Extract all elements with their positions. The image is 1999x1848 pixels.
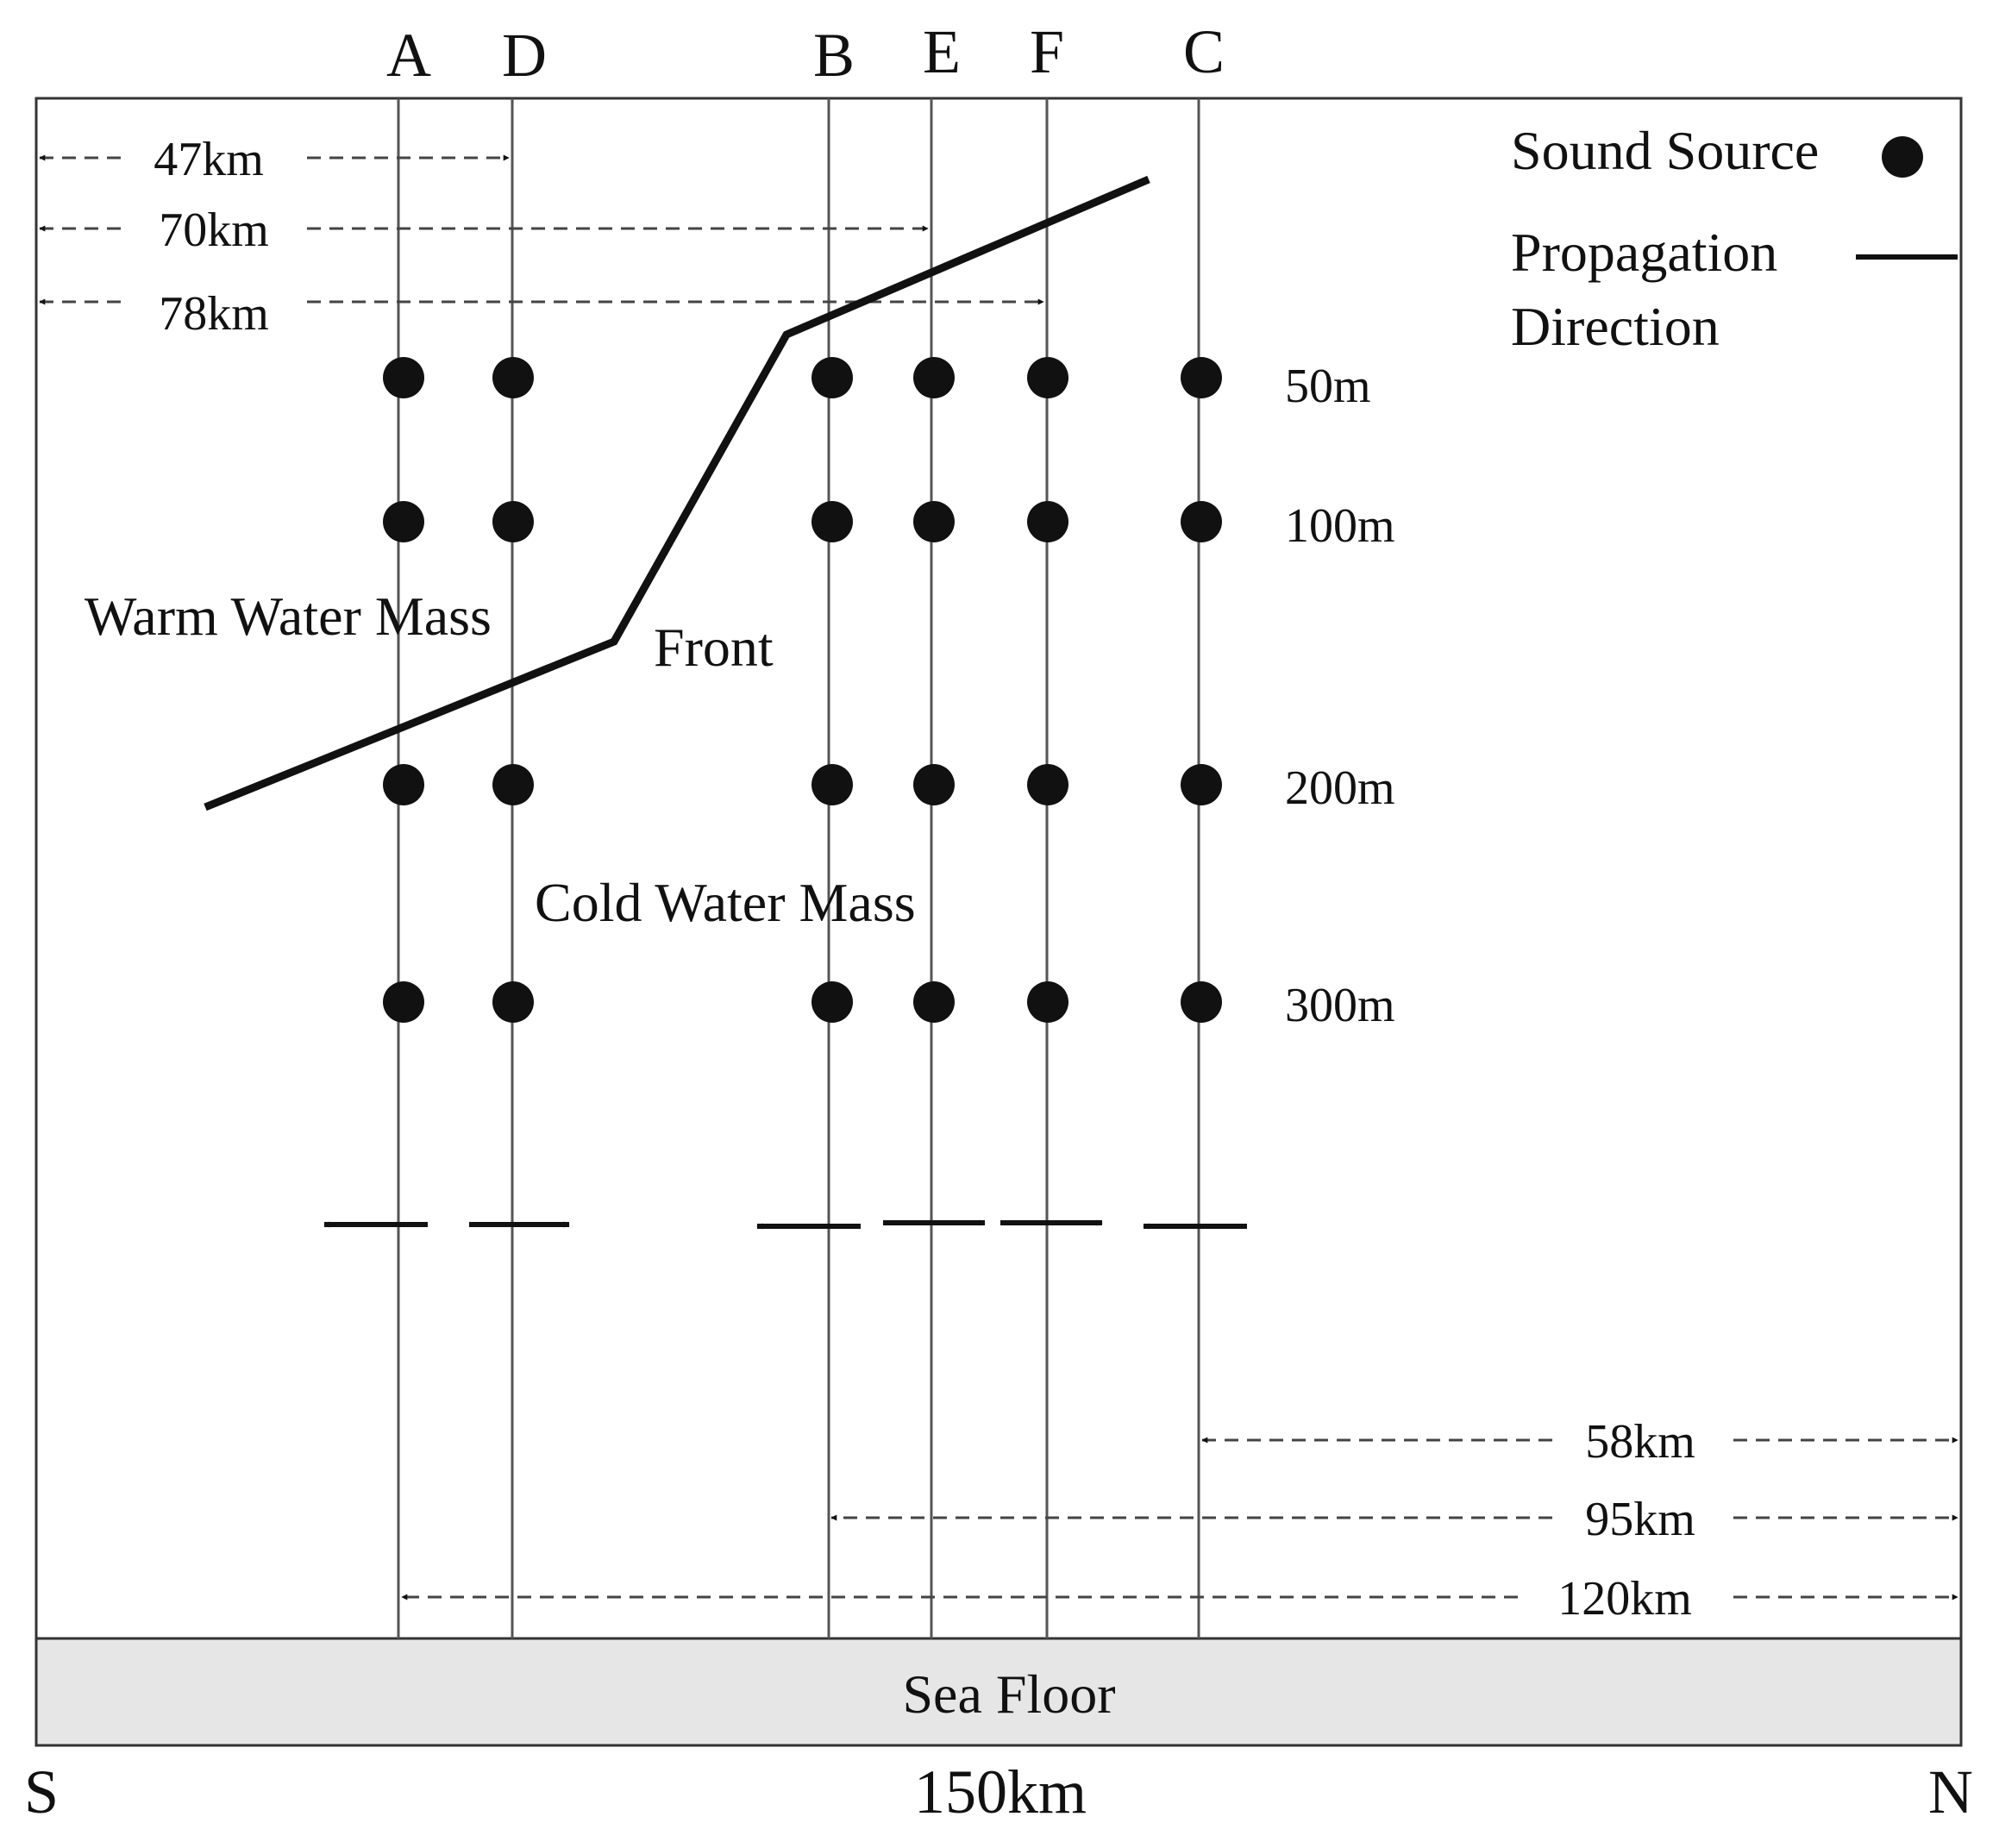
- sound-source-e-200m: [913, 764, 955, 805]
- sound-source-d-50m: [492, 357, 534, 398]
- depth-label-300m: 300m: [1285, 979, 1395, 1032]
- depth-label-100m: 100m: [1285, 499, 1395, 553]
- sound-source-b-300m: [812, 981, 853, 1023]
- sound-source-a-100m: [383, 501, 424, 542]
- sound-source-e-50m: [913, 357, 955, 398]
- sound-source-e-300m: [913, 981, 955, 1023]
- cold-water-mass-label: Cold Water Mass: [535, 872, 916, 933]
- sound-source-c-50m: [1181, 357, 1222, 398]
- north-label: N: [1928, 1757, 1973, 1826]
- sound-source-f-100m: [1027, 501, 1068, 542]
- distance-label-78km: 78km: [159, 287, 269, 341]
- sound-source-d-300m: [492, 981, 534, 1023]
- sound-source-f-200m: [1027, 764, 1068, 805]
- propagation-arrows: [323, 1219, 1247, 1230]
- column-lines: [397, 98, 1200, 1638]
- section-frame: [34, 97, 1963, 1640]
- legend-propagation-label-line2: Direction: [1511, 296, 1720, 357]
- warm-water-mass-label: Warm Water Mass: [85, 586, 492, 647]
- sound-source-a-50m: [383, 357, 424, 398]
- sound-source-e-100m: [913, 501, 955, 542]
- sound-source-b-100m: [812, 501, 853, 542]
- column-label-b: B: [813, 21, 855, 90]
- sound-source-c-200m: [1181, 764, 1222, 805]
- section-length-label: 150km: [914, 1757, 1087, 1826]
- distance-label-47km: 47km: [154, 133, 264, 186]
- column-label-f: F: [1030, 17, 1064, 86]
- sea-floor-label: Sea Floor: [902, 1663, 1115, 1725]
- front-label: Front: [654, 617, 774, 678]
- sound-source-f-50m: [1027, 357, 1068, 398]
- distance-label-95km: 95km: [1585, 1493, 1695, 1546]
- sound-source-f-300m: [1027, 981, 1068, 1023]
- legend-sound-source-label: Sound Source: [1511, 120, 1819, 181]
- sound-source-grid: [383, 357, 1222, 1023]
- sound-source-c-300m: [1181, 981, 1222, 1023]
- legend-sound-source-dot: [1882, 136, 1923, 178]
- legend-propagation-label-line1: Propagation: [1511, 222, 1777, 283]
- depth-label-50m: 50m: [1285, 360, 1371, 413]
- sea-floor-band: [34, 1637, 1963, 1747]
- distance-label-120km: 120km: [1557, 1572, 1692, 1626]
- sound-source-d-100m: [492, 501, 534, 542]
- sound-source-b-50m: [812, 357, 853, 398]
- sound-source-c-100m: [1181, 501, 1222, 542]
- depth-label-200m: 200m: [1285, 761, 1395, 815]
- distance-markers-south: [39, 154, 1044, 305]
- sound-source-a-300m: [383, 981, 424, 1023]
- sound-source-d-200m: [492, 764, 534, 805]
- distance-label-70km: 70km: [159, 204, 269, 257]
- column-label-a: A: [386, 21, 431, 90]
- distance-label-58km: 58km: [1585, 1415, 1695, 1469]
- column-label-e: E: [923, 17, 961, 86]
- front-line: [204, 175, 1150, 811]
- distance-markers-north: [401, 1437, 1958, 1601]
- sound-source-a-200m: [383, 764, 424, 805]
- column-label-c: C: [1183, 17, 1225, 86]
- column-labels: A D B E F C: [386, 17, 1225, 90]
- sound-source-b-200m: [812, 764, 853, 805]
- south-label: S: [24, 1757, 59, 1826]
- column-label-d: D: [502, 21, 547, 90]
